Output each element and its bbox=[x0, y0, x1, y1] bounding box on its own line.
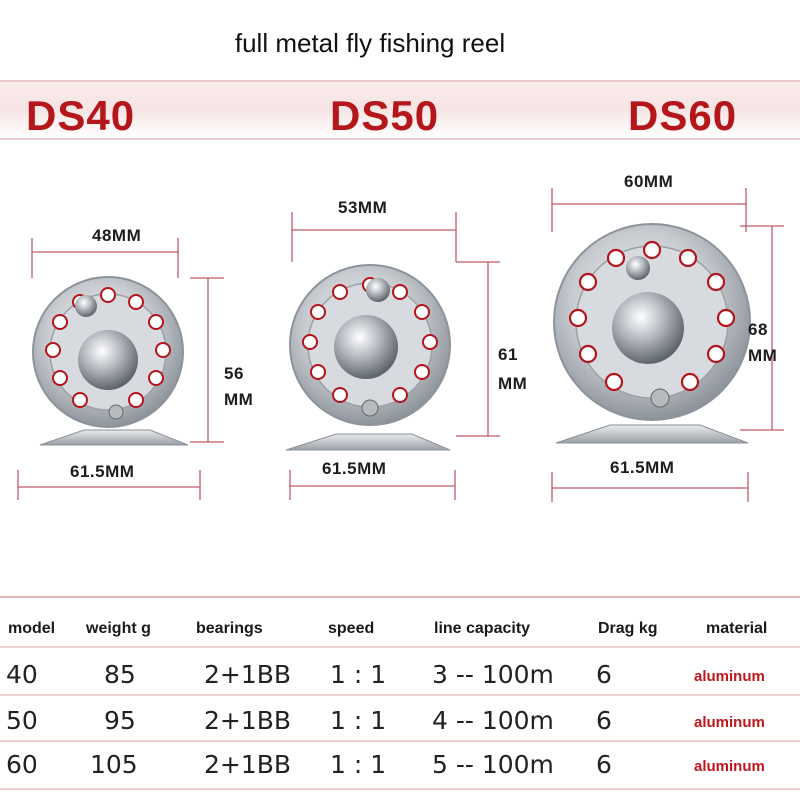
dim-base-ds60: 61.5MM bbox=[610, 458, 675, 477]
dim-width-ds40: 48MM bbox=[92, 226, 142, 245]
reel-screw bbox=[361, 399, 379, 417]
reel-top-knob bbox=[626, 256, 650, 280]
table-row: 50 95 2+1BB 1 : 1 4 -- 100m 6 aluminum bbox=[0, 706, 800, 746]
reel-ds40 bbox=[17, 238, 224, 500]
dim-height-ds60-value: 68 bbox=[748, 320, 768, 339]
header-bearings: bearings bbox=[196, 620, 263, 637]
banner-top-rule bbox=[0, 80, 800, 82]
reel-screw bbox=[108, 404, 124, 420]
dim-height-ds40-value: 56 bbox=[224, 364, 244, 383]
header-weight: weight g bbox=[86, 620, 151, 637]
header-material: material bbox=[706, 620, 768, 637]
dim-width-ds50: 53MM bbox=[338, 198, 388, 217]
cell-material: aluminum bbox=[694, 714, 765, 731]
cell-speed: 1 : 1 bbox=[330, 660, 387, 689]
cell-weight: 105 bbox=[90, 750, 138, 779]
header-drag: Drag kg bbox=[598, 620, 658, 637]
cell-model: 50 bbox=[6, 706, 38, 735]
reel-foot bbox=[39, 429, 189, 446]
cell-weight: 95 bbox=[104, 706, 136, 735]
reel-foot bbox=[555, 424, 749, 444]
model-label-ds60: DS60 bbox=[628, 92, 738, 139]
reel-illustrations bbox=[17, 188, 784, 502]
cell-drag: 6 bbox=[596, 660, 612, 689]
dimension-lines bbox=[17, 238, 224, 500]
dim-height-ds40-unit: MM bbox=[224, 390, 254, 409]
header-model: model bbox=[8, 620, 56, 637]
dim-height-ds50-value: 61 bbox=[498, 345, 518, 364]
cell-model: 60 bbox=[6, 750, 38, 779]
dim-base-ds50: 61.5MM bbox=[322, 459, 387, 478]
spec-rule bbox=[0, 694, 800, 696]
dim-height-ds60-unit: MM bbox=[748, 346, 778, 365]
cell-line-capacity: 4 -- 100m bbox=[432, 706, 554, 735]
header-speed: speed bbox=[328, 620, 375, 637]
reel-top-knob bbox=[366, 278, 390, 302]
spec-rule bbox=[0, 596, 800, 598]
reel-handle-knob bbox=[334, 315, 398, 379]
cell-model: 40 bbox=[6, 660, 38, 689]
reel-screw bbox=[650, 388, 670, 408]
cell-material: aluminum bbox=[694, 668, 765, 685]
reel-foot bbox=[285, 433, 451, 451]
cell-weight: 85 bbox=[104, 660, 136, 689]
banner-bottom-rule bbox=[0, 138, 800, 140]
reel-handle-knob bbox=[612, 292, 684, 364]
dim-height-ds50-unit: MM bbox=[498, 374, 528, 393]
reel-ds50 bbox=[285, 212, 500, 500]
cell-bearings: 2+1BB bbox=[204, 706, 292, 735]
spec-rule bbox=[0, 788, 800, 790]
model-label-ds40: DS40 bbox=[26, 92, 136, 139]
cell-bearings: 2+1BB bbox=[204, 660, 292, 689]
reel-ports bbox=[302, 277, 438, 403]
table-row: 40 85 2+1BB 1 : 1 3 -- 100m 6 aluminum bbox=[0, 660, 800, 700]
spec-rule bbox=[0, 740, 800, 742]
page-title: full metal fly fishing reel bbox=[234, 28, 506, 58]
cell-line-capacity: 5 -- 100m bbox=[432, 750, 554, 779]
reel-ports bbox=[568, 240, 736, 392]
spec-table-area bbox=[0, 596, 800, 800]
cell-drag: 6 bbox=[596, 706, 612, 735]
reel-ports bbox=[45, 287, 171, 408]
table-row: 60 105 2+1BB 1 : 1 5 -- 100m 6 aluminum bbox=[0, 750, 800, 790]
cell-speed: 1 : 1 bbox=[330, 706, 387, 735]
dimension-lines bbox=[551, 188, 784, 502]
spec-header-row: model weight g bearings speed line capac… bbox=[0, 620, 800, 660]
reel-top-knob bbox=[75, 295, 97, 317]
header-line-capacity: line capacity bbox=[434, 620, 531, 637]
dim-base-ds40: 61.5MM bbox=[70, 462, 135, 481]
spec-rule bbox=[0, 646, 800, 648]
cell-line-capacity: 3 -- 100m bbox=[432, 660, 554, 689]
reel-ds60 bbox=[551, 188, 784, 502]
cell-speed: 1 : 1 bbox=[330, 750, 387, 779]
cell-material: aluminum bbox=[694, 758, 765, 775]
cell-drag: 6 bbox=[596, 750, 612, 779]
cell-bearings: 2+1BB bbox=[204, 750, 292, 779]
dimension-lines bbox=[289, 212, 500, 500]
reel-handle-knob bbox=[78, 330, 138, 390]
dim-width-ds60: 60MM bbox=[624, 172, 674, 191]
model-label-ds50: DS50 bbox=[330, 92, 440, 139]
model-banner bbox=[0, 80, 800, 138]
